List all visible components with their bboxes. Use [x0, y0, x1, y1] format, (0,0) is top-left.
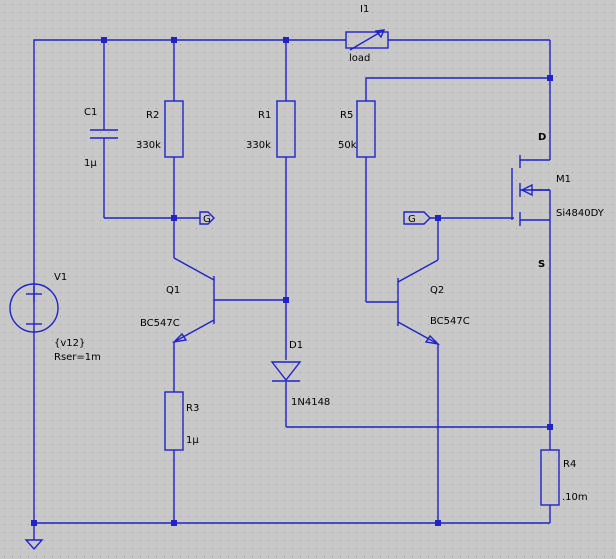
junction-dots	[31, 37, 553, 526]
grid-dots	[4, 4, 613, 557]
resistor-r5[interactable]: R5 50k	[338, 100, 376, 158]
d1-value: 1N4148	[291, 397, 330, 408]
capacitor-c1[interactable]: C1 1µ	[84, 107, 118, 169]
q1-name: Q1	[166, 285, 180, 296]
r2-name: R2	[146, 110, 159, 121]
r1-name: R1	[258, 110, 271, 121]
m1-drain-label: D	[538, 132, 546, 143]
v1-name: V1	[54, 272, 67, 283]
r1-value: 330k	[246, 140, 271, 151]
r2-value: 330k	[136, 140, 161, 151]
r5-value: 50k	[338, 140, 357, 151]
r4-name: R4	[563, 459, 576, 470]
i1-name: I1	[360, 4, 369, 15]
m1-value: Si4840DY	[556, 208, 605, 219]
current-load-i1[interactable]: I1 load	[345, 4, 389, 64]
q1-value: BC547C	[140, 318, 180, 329]
r3-value: 1µ	[186, 435, 199, 446]
c1-name: C1	[84, 107, 97, 118]
r3-name: R3	[186, 403, 199, 414]
m1-source-label: S	[538, 259, 545, 270]
transistor-q2[interactable]: Q2 BC547C	[397, 278, 470, 346]
voltage-source-v1[interactable]: V1 {v12} Rser=1m	[9, 272, 101, 363]
g-left-text: G	[203, 214, 211, 225]
r5-name: R5	[340, 110, 353, 121]
resistor-r4[interactable]: R4 .10m	[540, 449, 588, 506]
c1-value: 1µ	[84, 158, 97, 169]
m1-name: M1	[556, 174, 571, 185]
net-label-g-right[interactable]: G	[403, 211, 431, 225]
resistor-r2[interactable]: R2 330k	[136, 100, 184, 158]
v1-value: {v12}	[54, 338, 85, 349]
transistor-q1[interactable]: Q1 BC547C	[140, 276, 215, 344]
diode-d1[interactable]: D1 1N4148	[270, 340, 330, 408]
mosfet-m1[interactable]: D M1 Si4840DY S	[511, 132, 605, 270]
v1-param: Rser=1m	[54, 352, 101, 363]
ground-symbol	[24, 539, 44, 551]
i1-value: load	[349, 53, 370, 64]
r4-value: .10m	[562, 492, 588, 503]
g-right-text: G	[408, 214, 416, 225]
d1-name: D1	[289, 340, 303, 351]
net-label-g-left[interactable]: G	[199, 211, 215, 225]
resistor-r1[interactable]: R1 330k	[246, 100, 296, 158]
q2-name: Q2	[430, 285, 444, 296]
q2-value: BC547C	[430, 316, 470, 327]
resistor-r3[interactable]: R3 1µ	[164, 391, 199, 451]
wires	[33, 39, 551, 540]
